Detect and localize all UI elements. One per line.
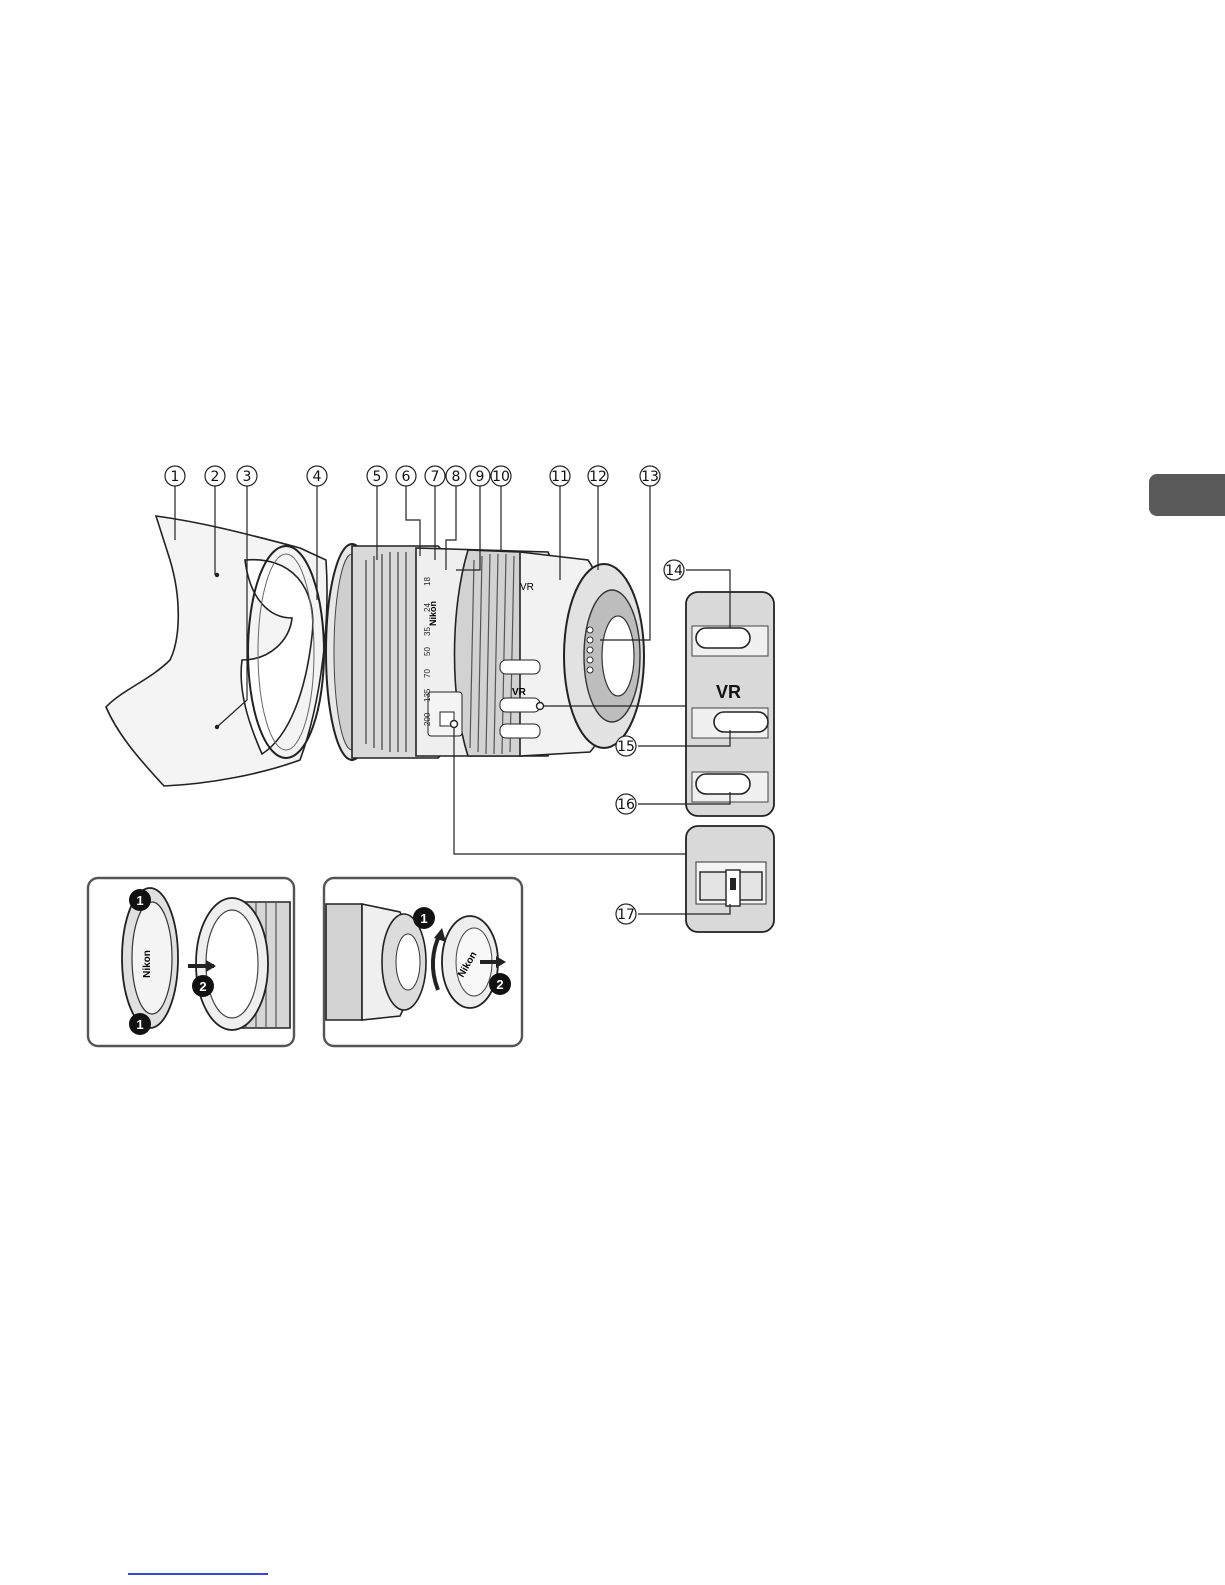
callout-10: 10	[492, 469, 510, 485]
callout-16: 16	[617, 797, 635, 813]
callout-3: 3	[243, 469, 252, 485]
zoom-mark-35: 35	[423, 627, 432, 636]
rear-cap-inset: Nikon 1 2	[324, 878, 522, 1046]
callout-6: 6	[402, 469, 411, 485]
callout-13: 13	[641, 469, 659, 485]
zoom-mark-18: 18	[423, 577, 432, 586]
callout-5: 5	[373, 469, 382, 485]
zoom-mark-200: 200	[423, 712, 432, 726]
lens-barrel: VR Nikon VR 18 24 35 50 70 135 200	[326, 544, 644, 760]
callout-7: 7	[431, 469, 440, 485]
zoom-mark-24: 24	[423, 603, 432, 612]
section-tab-marker	[1149, 474, 1225, 516]
switch-panel-lower	[686, 826, 774, 932]
lens-hood	[106, 516, 327, 786]
zoom-mark-50: 50	[423, 647, 432, 656]
callout-15: 15	[617, 739, 635, 755]
front-cap-step-1-top: 1	[136, 893, 143, 908]
callout-14: 14	[665, 563, 683, 579]
front-cap-step-1-bottom: 1	[136, 1017, 143, 1032]
callout-1: 1	[171, 469, 180, 485]
rear-cap-step-1: 1	[420, 911, 427, 926]
barrel-switches: VR	[500, 660, 540, 738]
zoom-mark-70: 70	[423, 669, 432, 678]
switch-panel-vr-label: VR	[716, 682, 741, 702]
front-cap-inset: Nikon 1 1 2	[88, 878, 294, 1046]
callout-17: 17	[617, 907, 635, 923]
front-cap-brand: Nikon	[142, 950, 153, 978]
callout-2: 2	[211, 469, 220, 485]
vr-badge: VR	[520, 582, 534, 593]
callout-11: 11	[551, 469, 569, 485]
callout-12: 12	[589, 469, 607, 485]
barrel-vr-label: VR	[512, 687, 527, 698]
rear-cap-step-2: 2	[496, 977, 503, 992]
front-cap-step-2: 2	[199, 979, 206, 994]
footer-link-underline[interactable]	[128, 1573, 268, 1575]
callout-4: 4	[313, 469, 322, 485]
zoom-mark-135: 135	[423, 688, 432, 702]
callout-9: 9	[476, 469, 485, 485]
callout-8: 8	[452, 469, 461, 485]
